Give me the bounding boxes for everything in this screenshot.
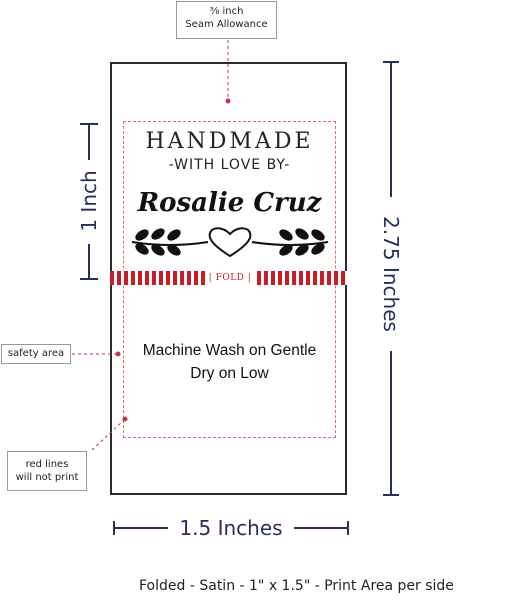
total-height-label: 2.75 Inches xyxy=(379,216,403,332)
maker-name: Rosalie Cruz xyxy=(137,188,322,218)
red-lines-callout: red lines will not print xyxy=(7,451,87,491)
red-lines-text-2: will not print xyxy=(15,472,79,483)
red-lines-text-1: red lines xyxy=(25,459,69,470)
right-branch-icon xyxy=(251,228,329,256)
width-label: 1.5 Inches xyxy=(179,516,283,540)
safety-area-callout: safety area xyxy=(1,344,71,364)
left-branch-icon xyxy=(131,228,209,256)
fold-label: | FOLD | xyxy=(206,271,254,285)
care-line-wash: Machine Wash on Gentle xyxy=(142,342,317,359)
heart-icon xyxy=(208,227,252,258)
handmade-heading: HANDMADE xyxy=(145,129,314,154)
seam-allowance-measure: ⅜ inch xyxy=(209,6,244,17)
seam-callout-dot xyxy=(225,98,231,104)
seam-allowance-label: Seam Allowance xyxy=(185,19,268,30)
seam-allowance-callout: ⅜ inch Seam Allowance xyxy=(176,1,277,39)
redlines-callout-dot xyxy=(122,416,128,422)
with-love-by-text: -WITH LOVE BY- xyxy=(168,157,291,173)
redlines-callout-line xyxy=(91,419,125,451)
fold-height-label: 1 Inch xyxy=(77,170,101,232)
heart-branch-ornament xyxy=(131,227,329,258)
safety-callout-dot xyxy=(115,351,121,357)
fold-text: FOLD xyxy=(215,273,245,283)
care-line-dry: Dry on Low xyxy=(190,365,269,382)
product-spec-footer: Folded - Satin - 1" x 1.5" - Print Area … xyxy=(139,578,454,594)
safety-area-label: safety area xyxy=(7,348,65,359)
